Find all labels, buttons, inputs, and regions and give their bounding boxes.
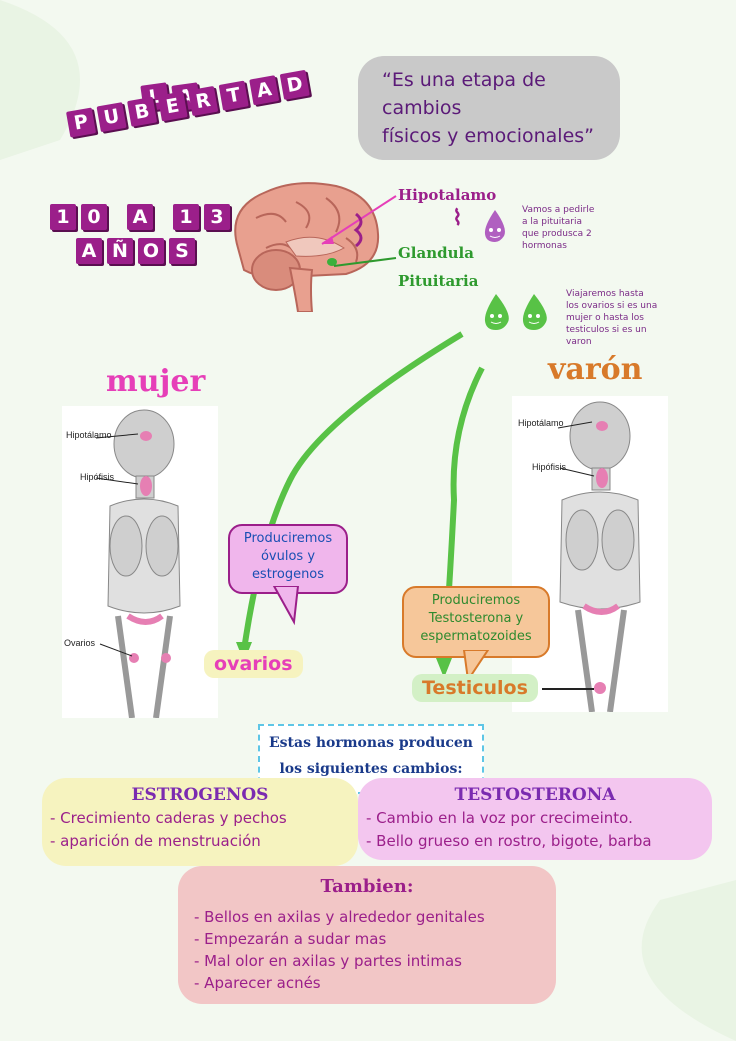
quote-line-1: “Es una etapa de cambios — [382, 69, 546, 119]
tambien-item: - Bellos en axilas y alrededor genitales — [194, 908, 485, 926]
bubble-line: Produciremos — [431, 593, 521, 608]
age-char: 3 — [204, 204, 230, 230]
note-line: testiculos si es un — [566, 325, 647, 335]
note-line: Viajaremos hasta — [566, 289, 644, 299]
purple-drop-icon — [480, 208, 510, 244]
note-line: los ovarios si es una — [566, 301, 658, 311]
age-char: A — [76, 238, 102, 264]
glandula-label-2: Pituitaria — [398, 272, 479, 290]
note-viaje: Viajaremos hasta los ovarios si es una m… — [566, 288, 682, 348]
testiculos-tag: Testiculos — [412, 674, 538, 702]
title-letter: P — [66, 107, 97, 138]
age-char: S — [169, 238, 195, 264]
age-char: Ñ — [107, 238, 133, 264]
estrogenos-item: - Crecimiento caderas y pechos — [50, 809, 287, 827]
bubble-line: óvulos y — [260, 549, 316, 564]
mujer-title: mujer — [106, 364, 206, 399]
brain-illustration — [234, 182, 380, 312]
bubble-line: espermatozoides — [420, 629, 532, 644]
quote-line-2: físicos y emocionales” — [382, 125, 595, 147]
varon-speech-bubble: Produciremos Testosterona y espermatozoi… — [402, 586, 550, 658]
varon-hipotalamo-label: Hipotálamo — [518, 418, 564, 428]
mujer-ovarios-label: Ovarios — [64, 638, 96, 648]
tambien-item: - Aparecer acnés — [194, 974, 321, 992]
note-pituitaria: Vamos a pedirle a la pituitaria que prod… — [522, 204, 632, 252]
quote-bubble: “Es una etapa de cambios físicos y emoci… — [358, 56, 620, 160]
varon-hipofisis-label: Hipófisis — [532, 462, 567, 472]
age-char: 1 — [50, 204, 76, 230]
age-char — [112, 204, 122, 230]
title-letter: B — [127, 96, 158, 127]
age-char: O — [138, 238, 164, 264]
title-letter: E — [157, 91, 188, 122]
tambien-title: Tambien: — [320, 876, 414, 897]
tambien-box: Tambien: - Bellos en axilas y alrededor … — [178, 866, 556, 1004]
testosterona-box: TESTOSTERONA - Cambio en la voz por crec… — [358, 778, 712, 860]
mujer-speech-bubble: Produciremos óvulos y estrogenos — [228, 524, 348, 594]
hipotalamo-label: Hipotalamo — [398, 186, 497, 204]
age-line-1: 1 0 A 1 3 — [50, 204, 230, 230]
age-char: 0 — [81, 204, 107, 230]
estrogenos-box: ESTROGENOS - Crecimiento caderas y pecho… — [42, 778, 358, 866]
hormonas-line-2: los siguientes cambios: — [279, 761, 463, 777]
testosterona-item: - Bello grueso en rostro, bigote, barba — [366, 832, 652, 850]
title-letter: U — [96, 102, 127, 133]
age-char: A — [127, 204, 153, 230]
mujer-hipofisis-label: Hipófisis — [80, 472, 115, 482]
age-char: 1 — [173, 204, 199, 230]
note-line: Vamos a pedirle — [522, 205, 595, 215]
glandula-label-1: Glandula — [398, 244, 474, 262]
bubble-line: Testosterona y — [428, 611, 524, 626]
varon-title: varón — [548, 352, 643, 387]
mujer-bubble-tail — [272, 586, 300, 626]
note-line: varon — [566, 337, 592, 347]
bubble-line: estrogenos — [251, 567, 325, 582]
squiggle-arrow-icon: ⌇ — [452, 206, 463, 231]
estrogenos-item: - aparición de menstruación — [50, 832, 261, 850]
ovarios-tag: ovarios — [204, 650, 303, 678]
brain-pointers — [321, 195, 397, 267]
title-letter: R — [188, 85, 219, 117]
tambien-item: - Empezarán a sudar mas — [194, 930, 387, 948]
varon-bubble-tail — [462, 650, 490, 683]
mujer-hipotalamo-label: Hipotálamo — [66, 430, 112, 440]
testiculos-pointer — [542, 688, 594, 690]
note-line: a la pituitaria — [522, 217, 582, 227]
age-char — [158, 204, 168, 230]
hormonas-line-1: Estas hormonas producen — [269, 735, 473, 751]
testosterona-title: TESTOSTERONA — [454, 785, 616, 805]
testosterona-item: - Cambio en la voz por crecimeinto. — [366, 809, 633, 827]
note-line: mujer o hasta los — [566, 313, 644, 323]
bubble-line: Produciremos — [243, 531, 333, 546]
green-drops-icon — [478, 292, 554, 334]
age-line-2: A Ñ O S — [76, 238, 195, 264]
title-letter: A — [249, 75, 280, 106]
note-line: hormonas — [522, 241, 567, 251]
note-line: que produsca 2 — [522, 229, 592, 239]
title-letter: D — [279, 69, 310, 100]
tambien-item: - Mal olor en axilas y partes intimas — [194, 952, 462, 970]
estrogenos-title: ESTROGENOS — [131, 785, 269, 805]
mujer-anatomy-figure: Hipotálamo Hipófisis Ovarios — [62, 406, 218, 719]
varon-anatomy-figure: Hipotálamo Hipófisis — [512, 396, 668, 713]
title-letter: T — [218, 80, 249, 111]
